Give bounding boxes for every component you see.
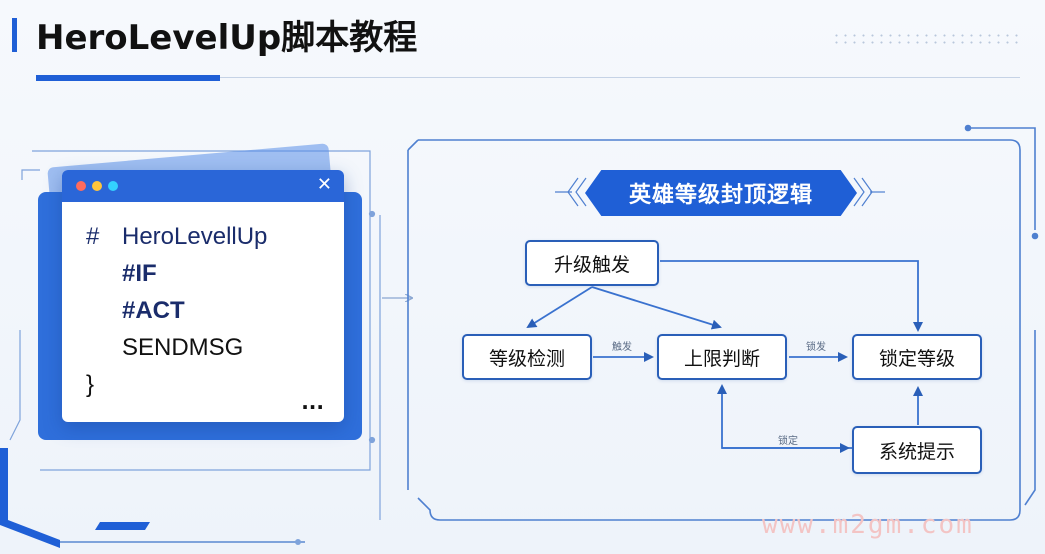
code-keyword-if: #IF <box>122 260 157 287</box>
code-line: #ACT <box>86 292 267 329</box>
code-command: SENDMSG <box>122 334 244 361</box>
code-line: #IF <box>86 255 267 292</box>
watermark: www.m2gm.com <box>762 510 974 540</box>
edge-label-lock: 锁定 <box>778 436 798 447</box>
code-line: } <box>86 366 267 403</box>
title-underline <box>36 75 220 81</box>
flow-edges <box>526 260 923 453</box>
left-frame-decoration <box>9 150 381 520</box>
title-rule <box>220 77 1020 78</box>
title-accent-bar <box>12 18 17 52</box>
node-system-prompt: 系统提示 <box>852 426 982 474</box>
red-dot-icon <box>76 181 86 191</box>
code-line: # HeroLevellUp <box>86 218 267 255</box>
edge-trigger-to-lock <box>660 260 923 332</box>
node-upgrade-trigger: 升级触发 <box>525 240 659 286</box>
code-hash: # <box>86 223 100 250</box>
code-brace: } <box>86 371 95 398</box>
bottom-left-accent <box>0 448 305 548</box>
edge-label-trigger: 触发 <box>612 342 632 353</box>
code-window: ✕ # HeroLevellUp #IF #ACT SENDMSG } ... <box>62 170 344 422</box>
page-title: HeroLevelUp脚本教程 <box>36 18 418 58</box>
code-window-titlebar: ✕ <box>62 170 344 202</box>
flowchart-title: 英雄等级封顶逻辑 <box>585 170 857 216</box>
close-icon[interactable]: ✕ <box>316 174 332 195</box>
node-level-check: 等级检测 <box>462 334 592 380</box>
node-lock-level: 锁定等级 <box>852 334 982 380</box>
yellow-dot-icon <box>92 181 102 191</box>
node-limit-judge: 上限判断 <box>657 334 787 380</box>
edge-trigger-to-check <box>526 286 593 329</box>
code-keyword-act: #ACT <box>122 297 185 324</box>
edge-trigger-to-judge <box>591 286 722 330</box>
more-icon[interactable]: ... <box>301 390 324 414</box>
code-lines: # HeroLevellUp #IF #ACT SENDMSG } <box>86 218 267 403</box>
edge-label-lock-send: 锁发 <box>806 342 826 353</box>
code-text: HeroLevellUp <box>122 223 268 250</box>
dot-pattern <box>832 32 1022 46</box>
cyan-dot-icon <box>108 181 118 191</box>
code-line: SENDMSG <box>86 329 267 366</box>
right-frame-decoration <box>407 124 1039 521</box>
